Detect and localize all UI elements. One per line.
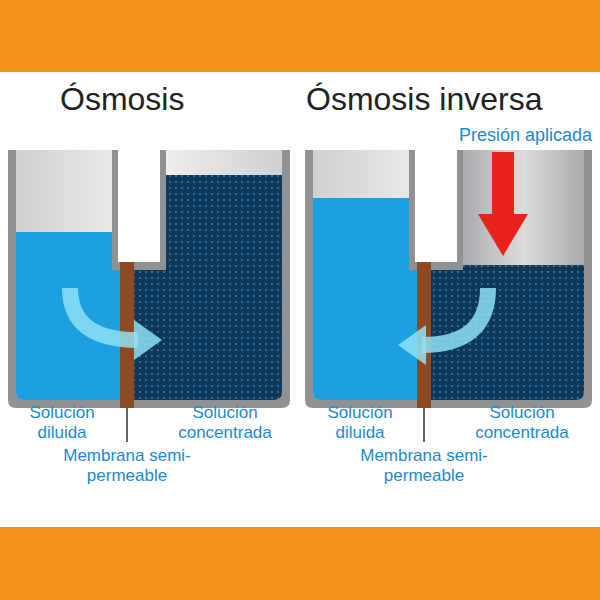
membrane-label: Membrana semi-permeable <box>47 446 207 486</box>
figure-title: Ósmosis inversa <box>306 80 596 118</box>
force-label: Presión aplicada <box>400 125 592 146</box>
membrane-label: Membrana semi-permeable <box>344 446 504 486</box>
bottom-band <box>0 527 600 600</box>
solution-label: Solución concentrada <box>160 403 290 443</box>
solution-label: Solución diluida <box>305 403 415 443</box>
top-band <box>0 0 600 72</box>
solution-label: Solución diluida <box>7 403 117 443</box>
reverse-osmosis-vessel <box>305 150 592 442</box>
solution-label: Solución concentrada <box>457 403 587 443</box>
osmosis-vessel <box>8 150 290 442</box>
figure-title: Ósmosis <box>60 80 260 118</box>
